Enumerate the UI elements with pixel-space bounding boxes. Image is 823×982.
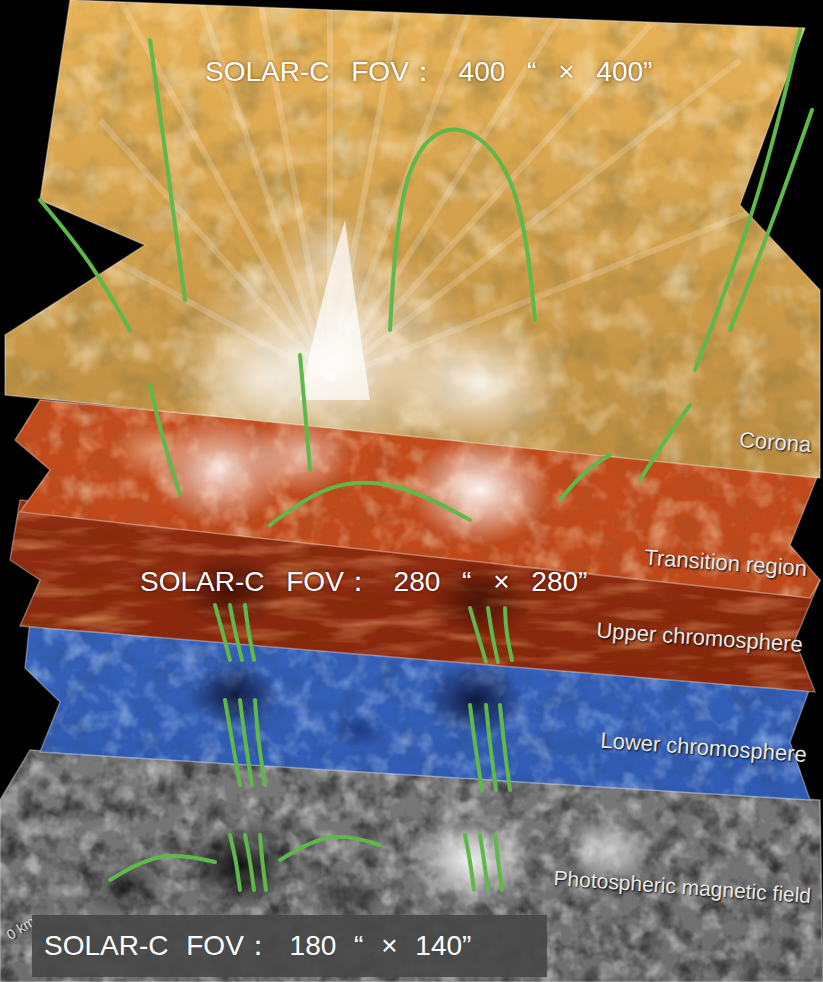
svg-part: [389, 315, 571, 455]
field-line: [110, 856, 215, 880]
svg-part: [334, 710, 386, 750]
layer-label: Upper chromosphere: [596, 618, 804, 658]
svg-part: [111, 420, 189, 480]
svg-part: [409, 435, 552, 545]
field-line: [245, 835, 254, 890]
svg-part: [5, 0, 820, 478]
field-line: [150, 385, 180, 495]
svg-part: [81, 855, 159, 915]
field-line: [486, 705, 496, 790]
field-line: [300, 355, 310, 470]
field-line: [255, 700, 265, 785]
svg-part: [60, 230, 330, 380]
field-line: [280, 837, 380, 860]
svg-part: [300, 220, 370, 400]
svg-part: [330, 60, 740, 380]
field-line: [390, 130, 535, 330]
layer-label: Lower chromosphere: [600, 728, 808, 768]
svg-part: [190, 660, 281, 730]
field-line: [695, 30, 800, 370]
field-line: [230, 835, 240, 890]
field-line: [260, 835, 266, 890]
field-line: [470, 705, 482, 790]
field-line: [240, 700, 252, 785]
fov-text: SOLAR-C FOV： 180 “ × 140”: [44, 927, 471, 965]
field-line: [500, 705, 510, 790]
field-line: [640, 405, 690, 480]
layer-label: Photospheric magnetic field: [553, 866, 812, 908]
layer-label: Corona: [738, 427, 812, 457]
svg-part: [100, 120, 330, 380]
field-line: [150, 40, 185, 300]
field-line: [488, 608, 498, 662]
field-lines: [40, 30, 812, 890]
fov-label: SOLAR-C FOV： 280 “ × 280”: [140, 566, 587, 598]
field-line: [495, 835, 502, 890]
svg-part: [426, 662, 525, 738]
layer-label: Transition region: [643, 545, 807, 582]
fov-label: SOLAR-C FOV： 400 “ × 400”: [205, 56, 652, 88]
field-line: [230, 605, 242, 660]
field-line: [470, 608, 486, 662]
field-line: [225, 700, 240, 785]
field-line: [505, 608, 512, 660]
field-line: [245, 605, 254, 660]
field-line: [40, 200, 130, 330]
field-line: [730, 110, 812, 330]
field-line: [480, 835, 488, 890]
field-line: [465, 835, 474, 890]
field-line: [560, 455, 610, 500]
svg-part: [405, 810, 535, 910]
field-line: [215, 605, 230, 660]
fov-box: SOLAR-C FOV： 180 “ × 140”: [32, 915, 547, 977]
field-line: [270, 483, 470, 525]
svg-part: [182, 820, 299, 910]
